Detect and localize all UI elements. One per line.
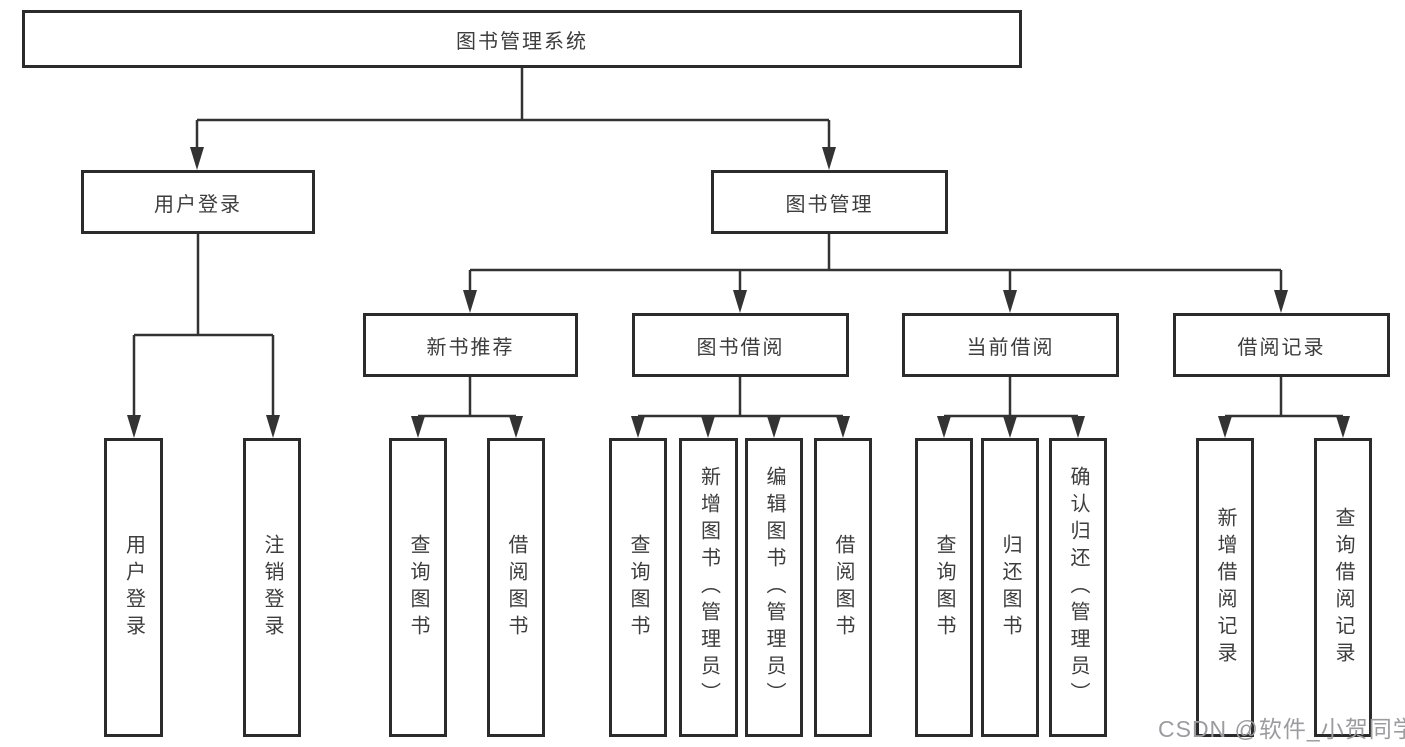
node-label: 当前借阅 [966, 336, 1055, 359]
leaf-query-borrow-record: 查询借阅记录 [1314, 438, 1372, 737]
leaf-query-books-current: 查询图书 [915, 438, 973, 737]
connector-user-login-branch [127, 234, 280, 438]
csdn-watermark: CSDN @软件_小贺同学 [1158, 716, 1405, 742]
leaf-label: 新增借阅记录 [1214, 506, 1236, 669]
node-new-book-recommend: 新书推荐 [363, 313, 578, 377]
leaf-label: 编辑图书（管理员） [763, 466, 785, 709]
leaf-edit-book-admin: 编辑图书（管理员） [745, 438, 803, 737]
node-label: 图书管理系统 [456, 30, 588, 53]
leaf-label: 归还图书 [999, 533, 1021, 642]
leaf-add-borrow-record: 新增借阅记录 [1196, 438, 1254, 737]
leaf-return-book: 归还图书 [981, 438, 1039, 737]
node-label: 用户登录 [154, 193, 242, 216]
node-book-borrow: 图书借阅 [632, 313, 849, 377]
leaf-label: 用户登录 [122, 533, 145, 642]
connector-book-borrow-branch [631, 377, 850, 438]
leaf-label: 查询借阅记录 [1332, 506, 1354, 669]
leaf-label: 查询图书 [627, 533, 649, 642]
leaf-add-book-admin: 新增图书（管理员） [679, 438, 738, 737]
leaf-confirm-return-admin: 确认归还（管理员） [1049, 438, 1107, 737]
connector-borrow-record-branch [1218, 377, 1350, 438]
node-label: 新书推荐 [426, 336, 515, 359]
node-library-management-system: 图书管理系统 [22, 10, 1022, 68]
connector-root-to-level2 [190, 68, 836, 170]
node-user-login-module: 用户登录 [81, 170, 315, 234]
connector-book-management-branch [463, 234, 1288, 313]
leaf-logout: 注销登录 [243, 438, 301, 737]
node-label: 图书管理 [785, 193, 874, 216]
leaf-label: 查询图书 [933, 533, 955, 642]
leaf-query-books-recommend: 查询图书 [389, 438, 447, 737]
node-label: 借阅记录 [1237, 336, 1326, 359]
leaf-borrow-books-borrow: 借阅图书 [814, 438, 872, 737]
node-label: 图书借阅 [696, 336, 785, 359]
leaf-label: 确认归还（管理员） [1067, 466, 1089, 709]
node-current-borrow: 当前借阅 [902, 313, 1119, 377]
leaf-user-login: 用户登录 [104, 438, 163, 737]
node-borrow-record: 借阅记录 [1173, 313, 1390, 377]
leaf-label: 注销登录 [261, 533, 283, 642]
leaf-label: 借阅图书 [505, 533, 527, 642]
leaf-borrow-books-recommend: 借阅图书 [487, 438, 545, 737]
leaf-label: 借阅图书 [832, 533, 854, 642]
leaf-query-books-borrow: 查询图书 [609, 438, 667, 737]
connector-new-book-recommend-branch [411, 377, 523, 438]
node-book-management-module: 图书管理 [711, 170, 948, 234]
leaf-label: 新增图书（管理员） [697, 466, 720, 709]
leaf-label: 查询图书 [407, 533, 429, 642]
connector-current-borrow-branch [937, 377, 1085, 438]
